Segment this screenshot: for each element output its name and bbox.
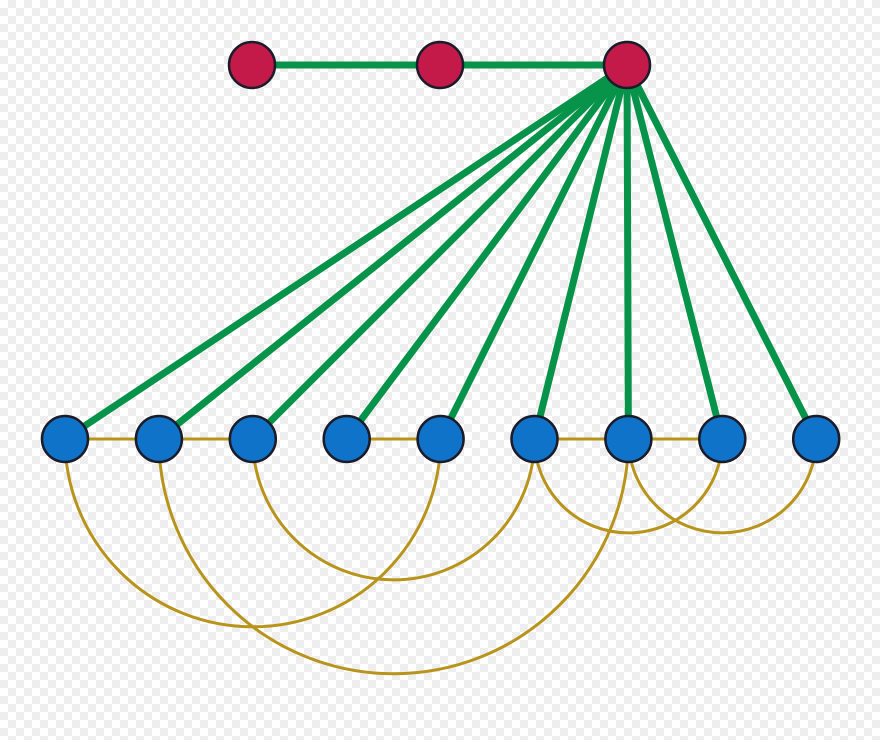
arc-edges-layer (63, 438, 818, 676)
spoke-edge-t3-b6 (531, 61, 631, 443)
spoke-edge-t3-b7 (623, 61, 632, 443)
nodes-layer (40, 40, 841, 464)
bottom-node-b6 (510, 414, 559, 464)
spoke-edge-t3-b2 (155, 61, 631, 443)
arc-edge-b1-b5 (63, 438, 443, 629)
bottom-node-b5 (416, 414, 465, 464)
spoke-edge-t3-b1 (61, 61, 631, 443)
spoke-edge-t3-b9 (623, 61, 820, 443)
bottom-node-b4 (322, 414, 371, 464)
bottom-node-b1 (40, 414, 90, 464)
top-node-t3 (602, 40, 652, 90)
top-node-t2 (415, 40, 465, 90)
spoke-edges-layer (61, 61, 820, 443)
spoke-edge-t3-b3 (249, 61, 631, 443)
arc-edge-b3-b6 (251, 438, 536, 582)
bottom-node-b7 (604, 414, 653, 464)
bottom-node-b3 (228, 414, 278, 464)
bottom-node-b8 (698, 414, 747, 464)
spoke-edge-t3-b8 (623, 61, 726, 443)
bottom-node-b9 (791, 414, 841, 464)
spoke-edge-t3-b4 (343, 61, 631, 443)
arc-edge-b2-b7 (157, 438, 630, 676)
top-node-t1 (227, 40, 277, 90)
bottom-node-b2 (134, 414, 184, 464)
arc-edge-b7-b9 (626, 438, 818, 535)
arc-edge-b6-b8 (533, 438, 724, 535)
spoke-edge-t3-b5 (437, 61, 631, 443)
